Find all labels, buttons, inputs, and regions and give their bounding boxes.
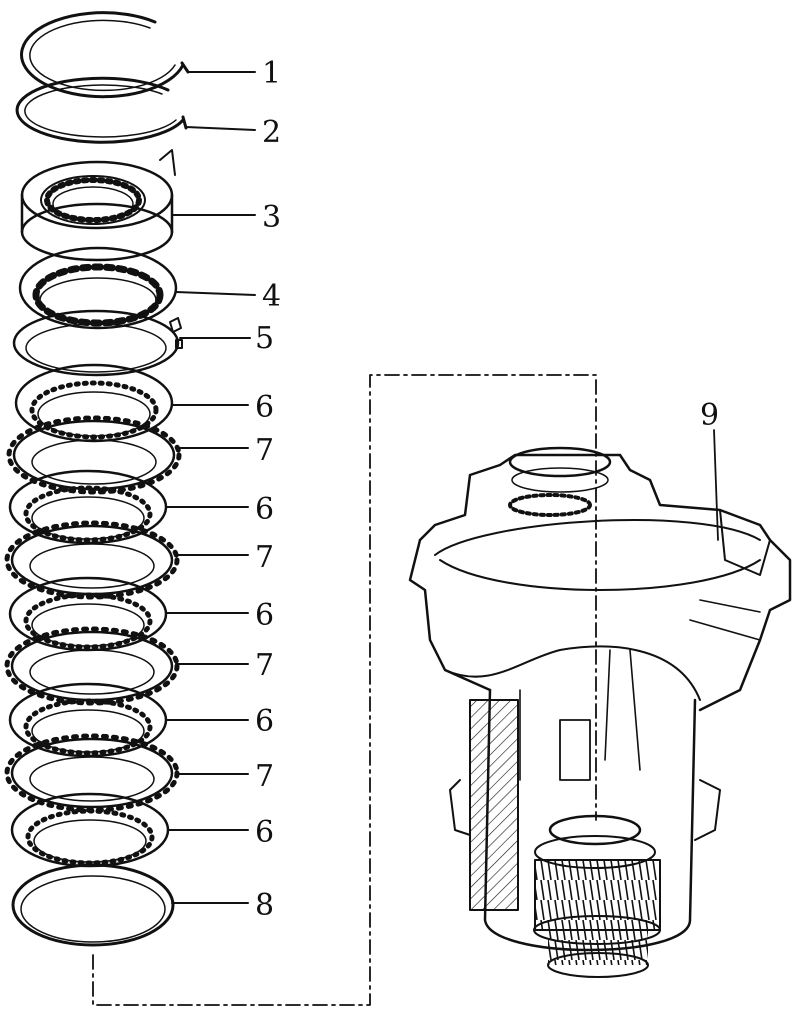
leader-lines	[165, 71, 256, 904]
callout-8: 8	[255, 888, 274, 923]
callout-6c: 6	[255, 598, 274, 633]
callout-6a: 6	[255, 390, 274, 425]
callout-2: 2	[262, 115, 281, 150]
clutch-disc-7-b	[4, 520, 180, 600]
callout-1: 1	[262, 56, 281, 91]
clutch-plate-6-a	[14, 363, 174, 443]
callout-labels: 1 2 3 4 5 6 7 6 7 6 7 6 7 6 8 9	[255, 56, 719, 923]
callout-6e: 6	[255, 815, 274, 850]
clutch-plate-6-e	[10, 792, 170, 868]
assembly-path-line	[92, 374, 597, 1006]
callout-5: 5	[255, 321, 274, 356]
pressure-plate-5	[12, 309, 183, 377]
transmission-housing	[408, 429, 792, 978]
callout-7d: 7	[255, 759, 274, 794]
snap-ring-1	[20, 11, 190, 99]
callout-9: 9	[700, 398, 719, 433]
callout-7a: 7	[255, 433, 274, 468]
callout-7c: 7	[255, 648, 274, 683]
retaining-ring-2	[15, 76, 188, 144]
callout-3: 3	[262, 200, 281, 235]
callout-6d: 6	[255, 704, 274, 739]
backing-ring-8	[11, 863, 175, 947]
toothed-plate-4	[18, 246, 178, 330]
callout-4: 4	[262, 279, 281, 314]
callout-7b: 7	[255, 540, 274, 575]
spring-retainer-3	[20, 149, 176, 262]
clutch-disc-7-d	[4, 733, 180, 813]
callout-6b: 6	[255, 492, 274, 527]
